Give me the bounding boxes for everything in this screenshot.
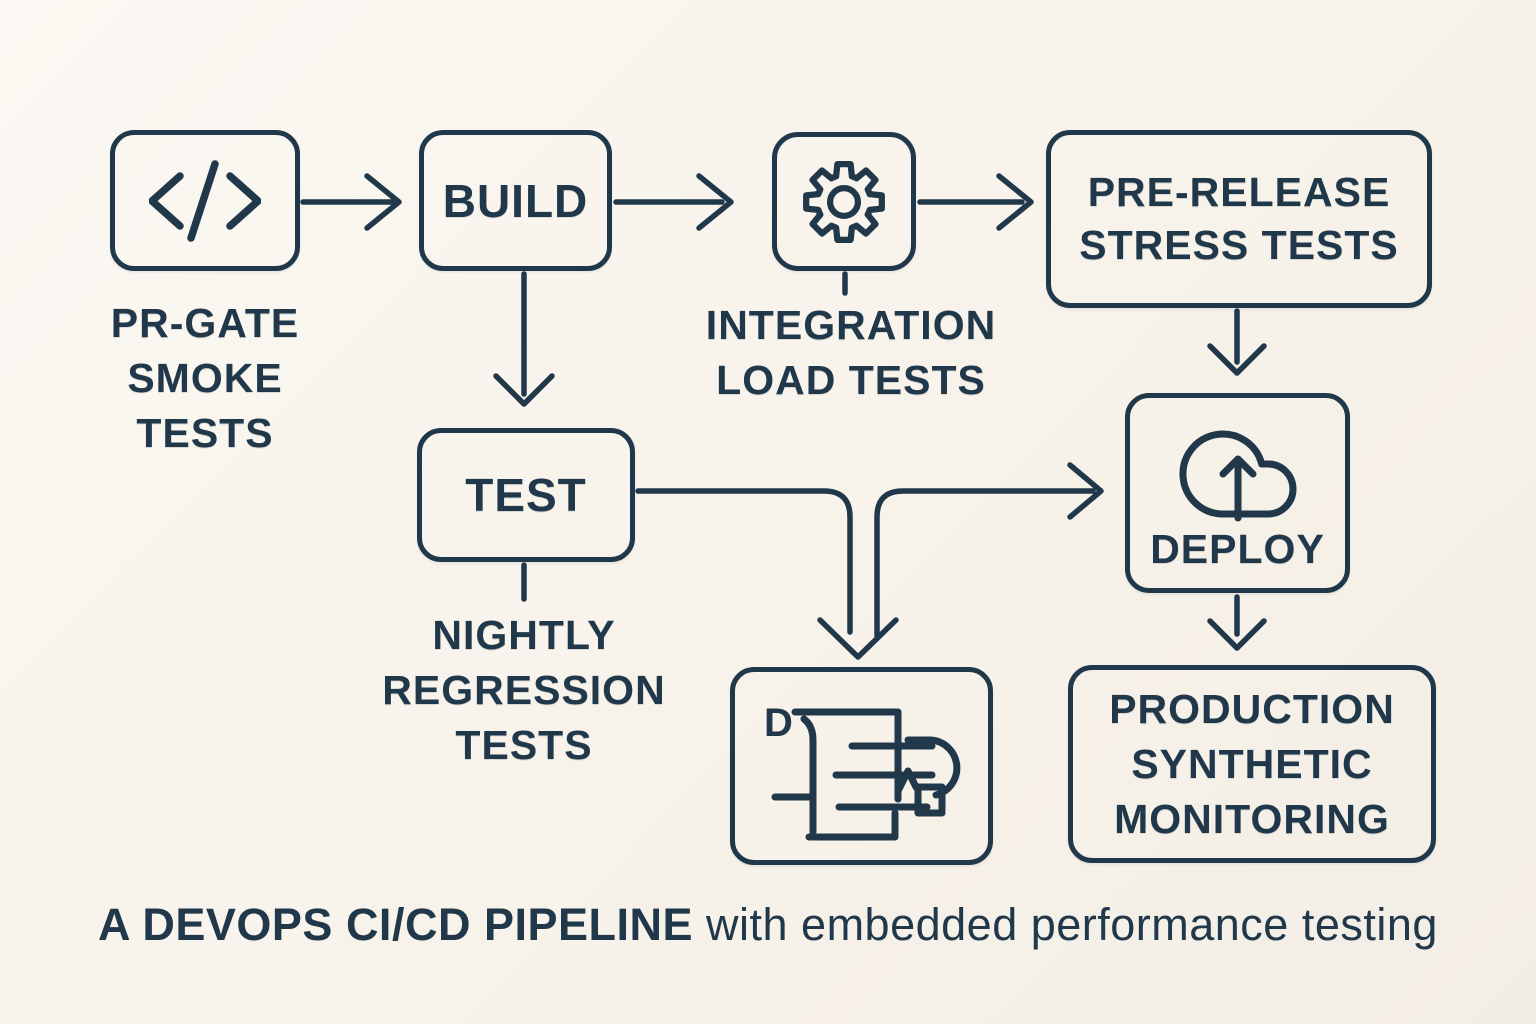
integration-line1: INTEGRATION — [705, 302, 997, 348]
integration-line2: LOAD TESTS — [716, 357, 986, 403]
test-node: TEST — [417, 428, 635, 562]
pr-gate-smoke-tests-label: PR-GATE SMOKE TESTS — [55, 296, 355, 461]
arrow-prerelease-to-deploy — [1207, 308, 1267, 376]
arrow-test-to-report — [635, 488, 899, 660]
integration-node — [772, 132, 916, 271]
code-icon — [149, 159, 261, 242]
integration-load-tests-label: INTEGRATION LOAD TESTS — [631, 298, 1071, 408]
production-label-line1: PRODUCTION — [1109, 685, 1395, 732]
gear-icon — [803, 160, 885, 243]
pre-release-stress-tests-node: PRE-RELEASE STRESS TESTS — [1046, 130, 1432, 308]
production-label-line3: MONITORING — [1114, 795, 1390, 842]
pr-gate-line1: PR-GATE — [110, 300, 300, 346]
pre-release-label-line1: PRE-RELEASE — [1087, 169, 1391, 215]
arrow-build-to-test — [493, 271, 555, 407]
nightly-regression-tests-label: NIGHTLY REGRESSION TESTS — [344, 608, 704, 773]
source-code-node — [110, 130, 300, 271]
report-letter-d: D — [764, 701, 793, 745]
nightly-line2: REGRESSION — [382, 667, 666, 713]
build-node: BUILD — [419, 130, 612, 271]
nightly-line3: TESTS — [455, 722, 593, 768]
arrow-build-to-integration — [613, 173, 734, 231]
production-monitoring-node: PRODUCTION SYNTHETIC MONITORING — [1068, 665, 1436, 863]
nightly-line1: NIGHTLY — [432, 612, 616, 658]
caption-rest: with embedded performance testing — [706, 899, 1438, 950]
test-report-node: D — [730, 667, 993, 865]
arrow-integration-to-prerelease — [917, 173, 1034, 231]
caption-emphasis: A DEVOPS CI/CD PIPELINE — [98, 899, 693, 950]
pr-gate-line3: TESTS — [136, 410, 274, 456]
arrow-test-to-deploy — [874, 462, 1104, 639]
production-label-line2: SYNTHETIC — [1131, 740, 1373, 787]
cloud-upload-icon — [1178, 430, 1296, 521]
arrow-source-to-build — [300, 173, 402, 231]
arrow-deploy-to-production — [1207, 594, 1267, 651]
test-report-icon: D — [764, 701, 960, 841]
pr-gate-line2: SMOKE — [127, 355, 283, 401]
pre-release-label-line2: STRESS TESTS — [1079, 222, 1399, 268]
deploy-label: DEPLOY — [1150, 525, 1325, 572]
build-label: BUILD — [442, 174, 589, 227]
test-label: TEST — [465, 469, 587, 521]
diagram-caption: A DEVOPS CI/CD PIPELINE with embedded pe… — [0, 899, 1536, 951]
deploy-node: DEPLOY — [1125, 393, 1350, 593]
